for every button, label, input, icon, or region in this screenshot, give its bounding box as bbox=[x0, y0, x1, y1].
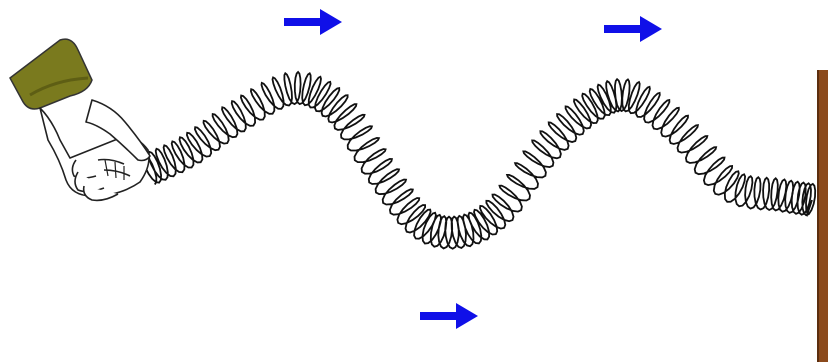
right-arrow-icon bbox=[604, 16, 662, 42]
sleeve-icon bbox=[10, 39, 92, 109]
right-arrow-icon bbox=[420, 303, 478, 329]
hand-icon bbox=[40, 100, 150, 200]
wall bbox=[818, 70, 828, 362]
slinky-spring bbox=[143, 72, 816, 249]
right-arrow-icon bbox=[284, 9, 342, 35]
arrows bbox=[284, 9, 662, 329]
hand-group bbox=[10, 39, 150, 200]
wall-icon bbox=[818, 70, 828, 362]
spring-coil bbox=[143, 72, 816, 249]
